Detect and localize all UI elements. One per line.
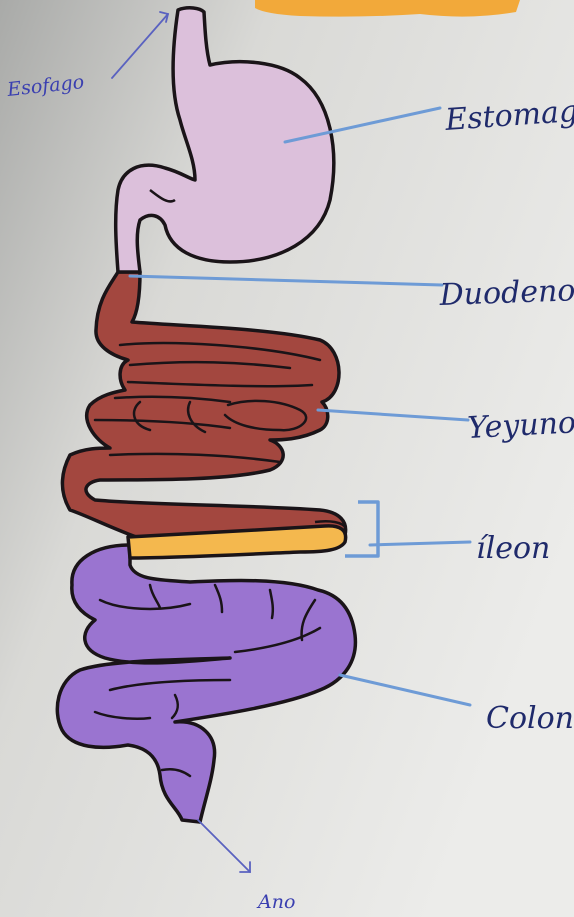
label-ileon: íleon: [476, 531, 550, 566]
label-yeyuno: Yeyuno: [467, 405, 574, 446]
label-ano: Ano: [256, 891, 295, 913]
title-strip: [255, 0, 520, 17]
label-duodeno: Duodeno.: [438, 273, 574, 313]
label-colon: Colon.: [486, 701, 574, 736]
